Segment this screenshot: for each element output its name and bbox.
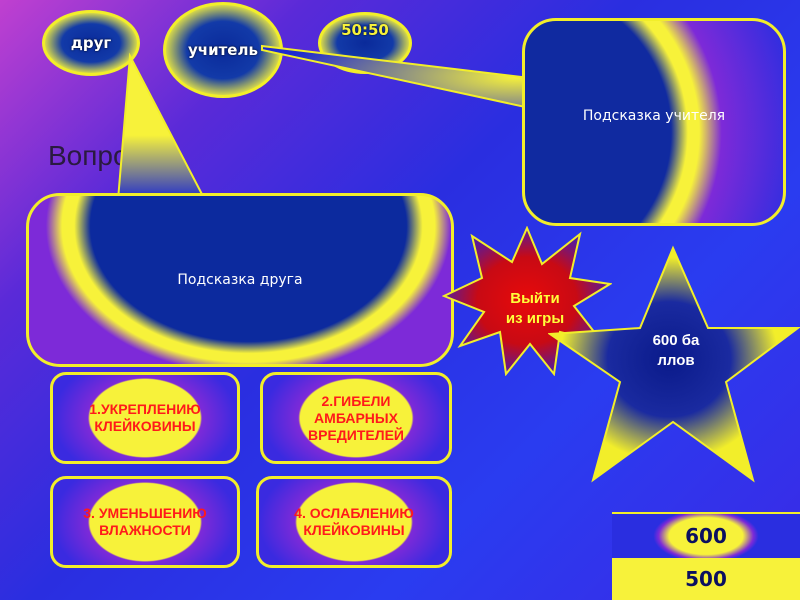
score-level-current-value: 600	[685, 524, 727, 548]
lifeline-fifty-fifty-label: 50:50	[341, 21, 389, 39]
friend-hint-text: Подсказка друга	[177, 272, 303, 288]
answer-option-3[interactable]: 3. УМЕНЬШЕНИЮ ВЛАЖНОСТИ	[50, 476, 240, 568]
answer-option-1-label: 1.УКРЕПЛЕНИЮ КЛЕЙКОВИНЫ	[89, 401, 201, 434]
lifeline-friend-label: друг	[70, 34, 112, 52]
exit-game-star-shape	[442, 226, 612, 376]
score-level-previous-value: 500	[685, 567, 727, 591]
teacher-hint-box: Подсказка учителя	[522, 18, 786, 226]
answer-option-2[interactable]: 2.ГИБЕЛИ АМБАРНЫХ ВРЕДИТЕЛЕЙ	[260, 372, 452, 464]
prize-star-shape	[548, 245, 800, 483]
score-level-previous: 500	[612, 558, 800, 600]
score-level-current: 600	[612, 512, 800, 558]
answer-option-2-label: 2.ГИБЕЛИ АМБАРНЫХ ВРЕДИТЕЛЕЙ	[308, 392, 404, 443]
lifeline-friend-button[interactable]: друг	[42, 10, 140, 76]
lifeline-teacher-label: учитель	[188, 41, 258, 59]
friend-hint-box: Подсказка друга	[26, 193, 454, 367]
prize-label-box: 600 баллов	[634, 316, 718, 386]
answer-option-3-label: 3. УМЕНЬШЕНИЮ ВЛАЖНОСТИ	[83, 505, 207, 538]
answer-option-1[interactable]: 1.УКРЕПЛЕНИЮ КЛЕЙКОВИНЫ	[50, 372, 240, 464]
answer-option-4[interactable]: 4. ОСЛАБЛЕНИЮ КЛЕЙКОВИНЫ	[256, 476, 452, 568]
exit-game-button[interactable]: Выйти из игры	[492, 274, 578, 344]
exit-game-label: Выйти из игры	[505, 290, 565, 327]
prize-label: 600 баллов	[652, 332, 700, 369]
answer-option-4-label: 4. ОСЛАБЛЕНИЮ КЛЕЙКОВИНЫ	[294, 505, 414, 538]
teacher-hint-text: Подсказка учителя	[582, 108, 726, 124]
